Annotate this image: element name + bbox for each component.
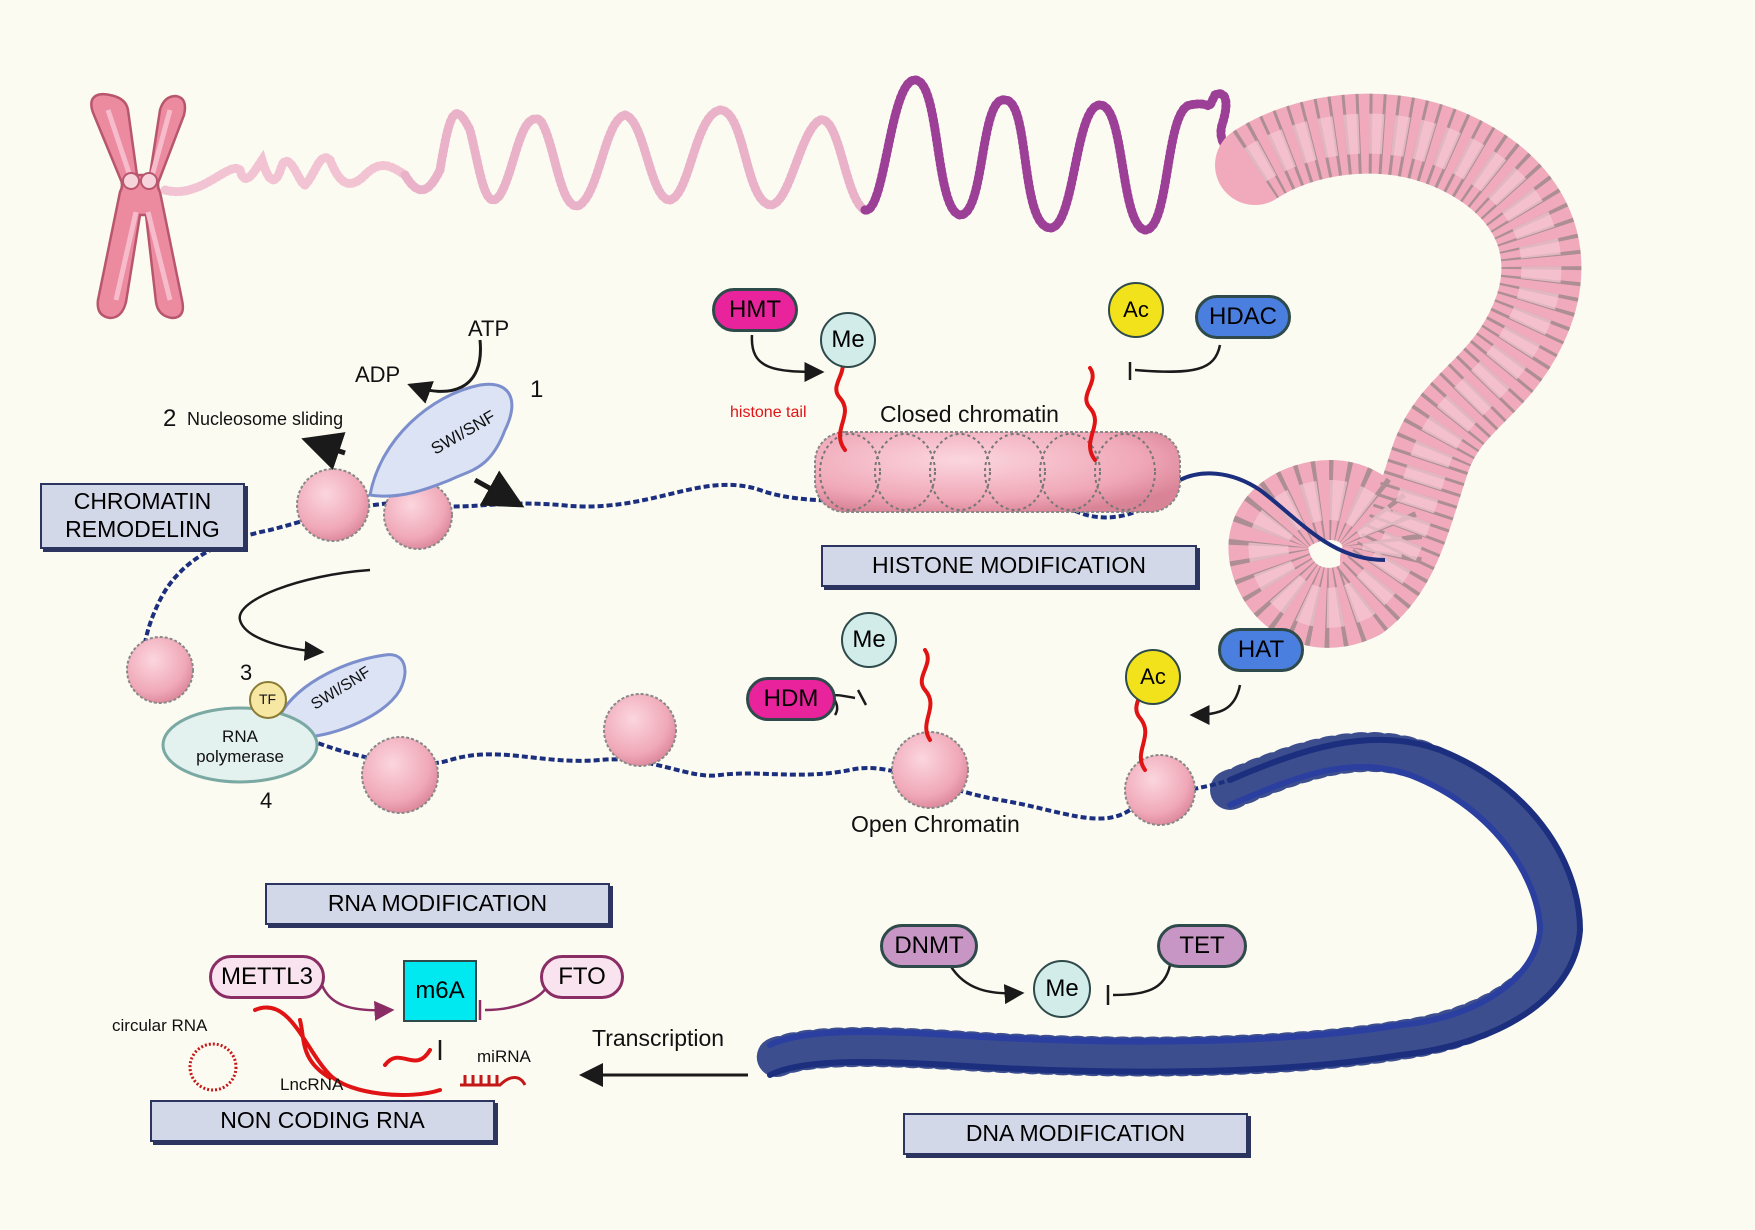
- dna-double-helix: [750, 731, 1584, 1080]
- hdm-pill: HDM: [746, 677, 836, 721]
- ac-open-circle: Ac: [1125, 649, 1181, 705]
- rna-polymerase-label: RNA polymerase: [196, 727, 284, 767]
- condensed-chromatin-fiber: [1215, 93, 1582, 648]
- section-dna-modification: DNA MODIFICATION: [903, 1113, 1248, 1155]
- mettl3-pill: METTL3: [209, 955, 325, 999]
- chromosome-icon: [90, 92, 187, 320]
- mirna-icon: [460, 1075, 527, 1087]
- hdac-pill: HDAC: [1195, 295, 1291, 339]
- histone-tail-label: histone tail: [730, 404, 807, 421]
- tf-label: TF: [259, 691, 277, 707]
- circular-rna-icon: [188, 1042, 238, 1092]
- dnmt-pill: DNMT: [880, 924, 978, 968]
- circular-rna-label: circular RNA: [112, 1016, 208, 1035]
- step-4-label: 4: [260, 788, 273, 813]
- hmt-pill: HMT: [712, 288, 798, 332]
- closed-chromatin-array: [814, 431, 1181, 513]
- me-dna-circle: Me: [1033, 960, 1091, 1018]
- transcription-complex: [161, 653, 407, 784]
- nucleosome-sliding-label: Nucleosome sliding: [187, 409, 344, 429]
- section-chromatin-remodeling: CHROMATIN REMODELING: [40, 483, 245, 549]
- step-3-label: 3: [240, 660, 253, 685]
- step-2-label: 2: [163, 405, 177, 432]
- section-rna-modification: RNA MODIFICATION: [265, 883, 610, 925]
- transcription-label: Transcription: [592, 1025, 725, 1051]
- section-non-coding-rna: NON CODING RNA: [150, 1100, 495, 1142]
- remodeling-arrows: [238, 339, 525, 661]
- closed-chromatin-label: Closed chromatin: [880, 401, 1059, 427]
- nucleosomes: [126, 468, 1196, 826]
- ac-histone-circle: Ac: [1108, 282, 1164, 338]
- open-chromatin-label: Open Chromatin: [851, 811, 1020, 837]
- step-1-label: 1: [530, 376, 544, 403]
- section-histone-modification: HISTONE MODIFICATION: [821, 545, 1197, 587]
- lncrna-label: LncRNA: [280, 1075, 344, 1094]
- fto-pill: FTO: [540, 955, 624, 999]
- mirna-label: miRNA: [477, 1047, 531, 1066]
- tet-pill: TET: [1157, 924, 1247, 968]
- atp-label: ATP: [468, 316, 510, 341]
- histone-tails: [253, 356, 1148, 1097]
- enzyme-arrows: [750, 334, 1242, 1005]
- hat-pill: HAT: [1218, 628, 1304, 672]
- adp-label: ADP: [355, 362, 401, 387]
- m6a-box: m6A: [403, 960, 477, 1022]
- me-histone-circle: Me: [820, 312, 876, 368]
- chromatin-fiber-coil: [160, 75, 1265, 235]
- swi-snf-complex-top: [368, 382, 514, 498]
- me-open-circle: Me: [841, 612, 897, 668]
